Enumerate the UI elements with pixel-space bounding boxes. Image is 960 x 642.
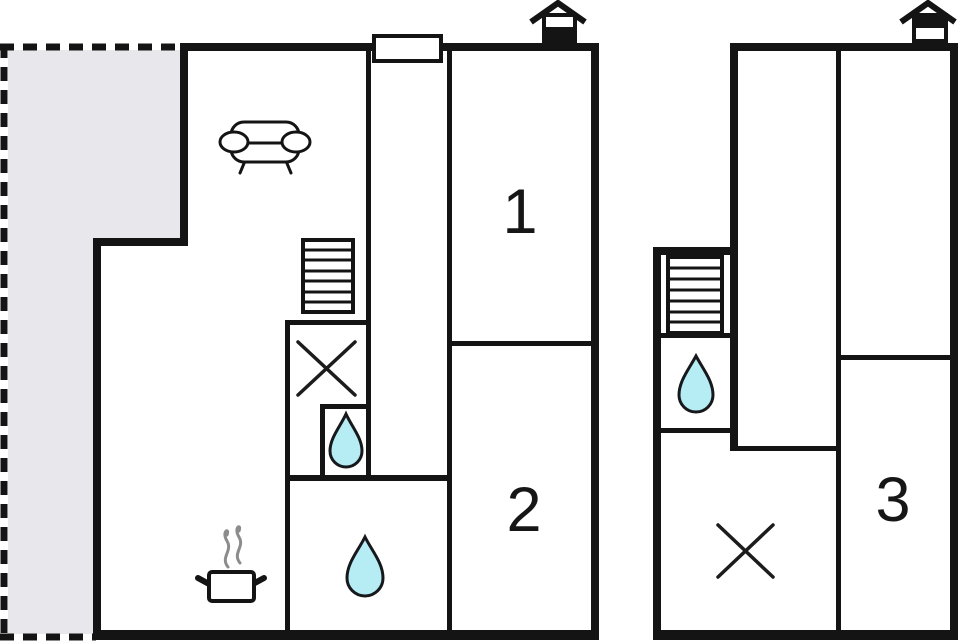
window-icon bbox=[372, 34, 443, 63]
house-top-filled-icon bbox=[899, 0, 957, 43]
house-bottom-filled-icon bbox=[529, 0, 587, 43]
stairs-icon bbox=[301, 238, 355, 314]
upper-floor-plan: 3 bbox=[653, 0, 958, 640]
room-label-3: 3 bbox=[875, 465, 910, 535]
x-mark-icon bbox=[296, 340, 357, 397]
steam-icon bbox=[223, 525, 243, 569]
x-mark-icon bbox=[716, 523, 775, 579]
cooking-pot-icon bbox=[195, 570, 267, 603]
upper-floor-walls bbox=[653, 43, 958, 640]
room-label-1: 1 bbox=[502, 177, 537, 247]
ground-floor-plan: 1 2 bbox=[0, 0, 599, 641]
stairs-icon bbox=[666, 255, 724, 335]
room-label-2: 2 bbox=[506, 475, 541, 545]
water-drop-icon bbox=[328, 410, 364, 469]
sofa-icon bbox=[218, 120, 312, 175]
water-drop-icon bbox=[677, 352, 715, 414]
water-drop-icon bbox=[345, 533, 385, 598]
ground-floor-walls bbox=[93, 43, 599, 640]
terrace-dashed-border bbox=[0, 43, 183, 641]
